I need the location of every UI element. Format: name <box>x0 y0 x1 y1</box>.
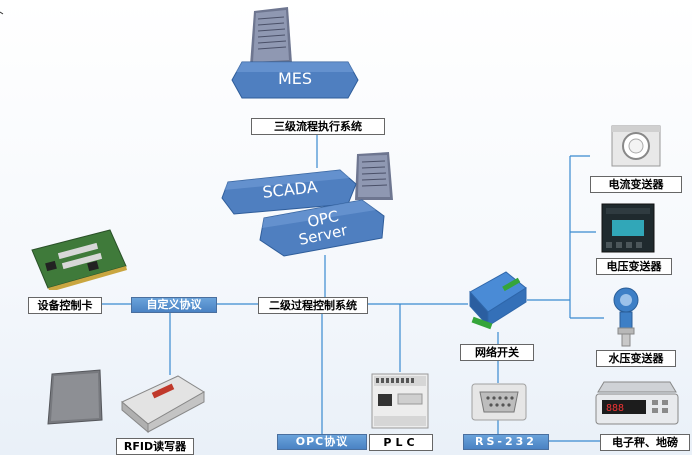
voltage-transmitter-label: 电压变送器 <box>596 258 672 275</box>
electronic-scale-icon: 888 <box>592 378 682 432</box>
mes-text: MES <box>277 69 313 88</box>
control-card-label: 设备控制卡 <box>28 297 102 314</box>
pressure-transmitter-icon <box>606 286 646 352</box>
pressure-transmitter-label: 水压变送器 <box>596 350 676 367</box>
plc-label: PLC <box>369 434 433 451</box>
opc-protocol-label: OPC协议 <box>277 434 367 450</box>
current-transmitter-icon <box>608 118 664 178</box>
opc-server-block: OPC Server <box>258 196 388 258</box>
mes-server-icon <box>248 5 296 71</box>
scada-server-icon <box>353 150 395 206</box>
voltage-transmitter-icon <box>598 200 658 260</box>
scale-label: 电子秤、地磅 <box>600 434 690 451</box>
plc-icon <box>368 370 432 436</box>
center-label: 二级过程控制系统 <box>258 297 368 314</box>
switch-label: 网络开关 <box>460 344 534 361</box>
rfid-antenna-icon <box>44 368 106 432</box>
rfid-label: RFID读写器 <box>116 438 194 455</box>
db9-connector-icon <box>470 382 528 426</box>
svg-text:888: 888 <box>606 403 624 414</box>
rfid-reader-icon <box>118 372 208 438</box>
network-switch-icon <box>462 268 532 338</box>
current-transmitter-label: 电流变送器 <box>590 176 682 193</box>
rs232-label: RS-232 <box>463 434 549 450</box>
custom-protocol-label: 自定义协议 <box>131 297 217 313</box>
mes-label: 三级流程执行系统 <box>251 118 385 135</box>
scada-block: SCADA <box>220 164 360 216</box>
control-card-icon <box>28 228 128 294</box>
mes-block: MES <box>230 58 360 102</box>
